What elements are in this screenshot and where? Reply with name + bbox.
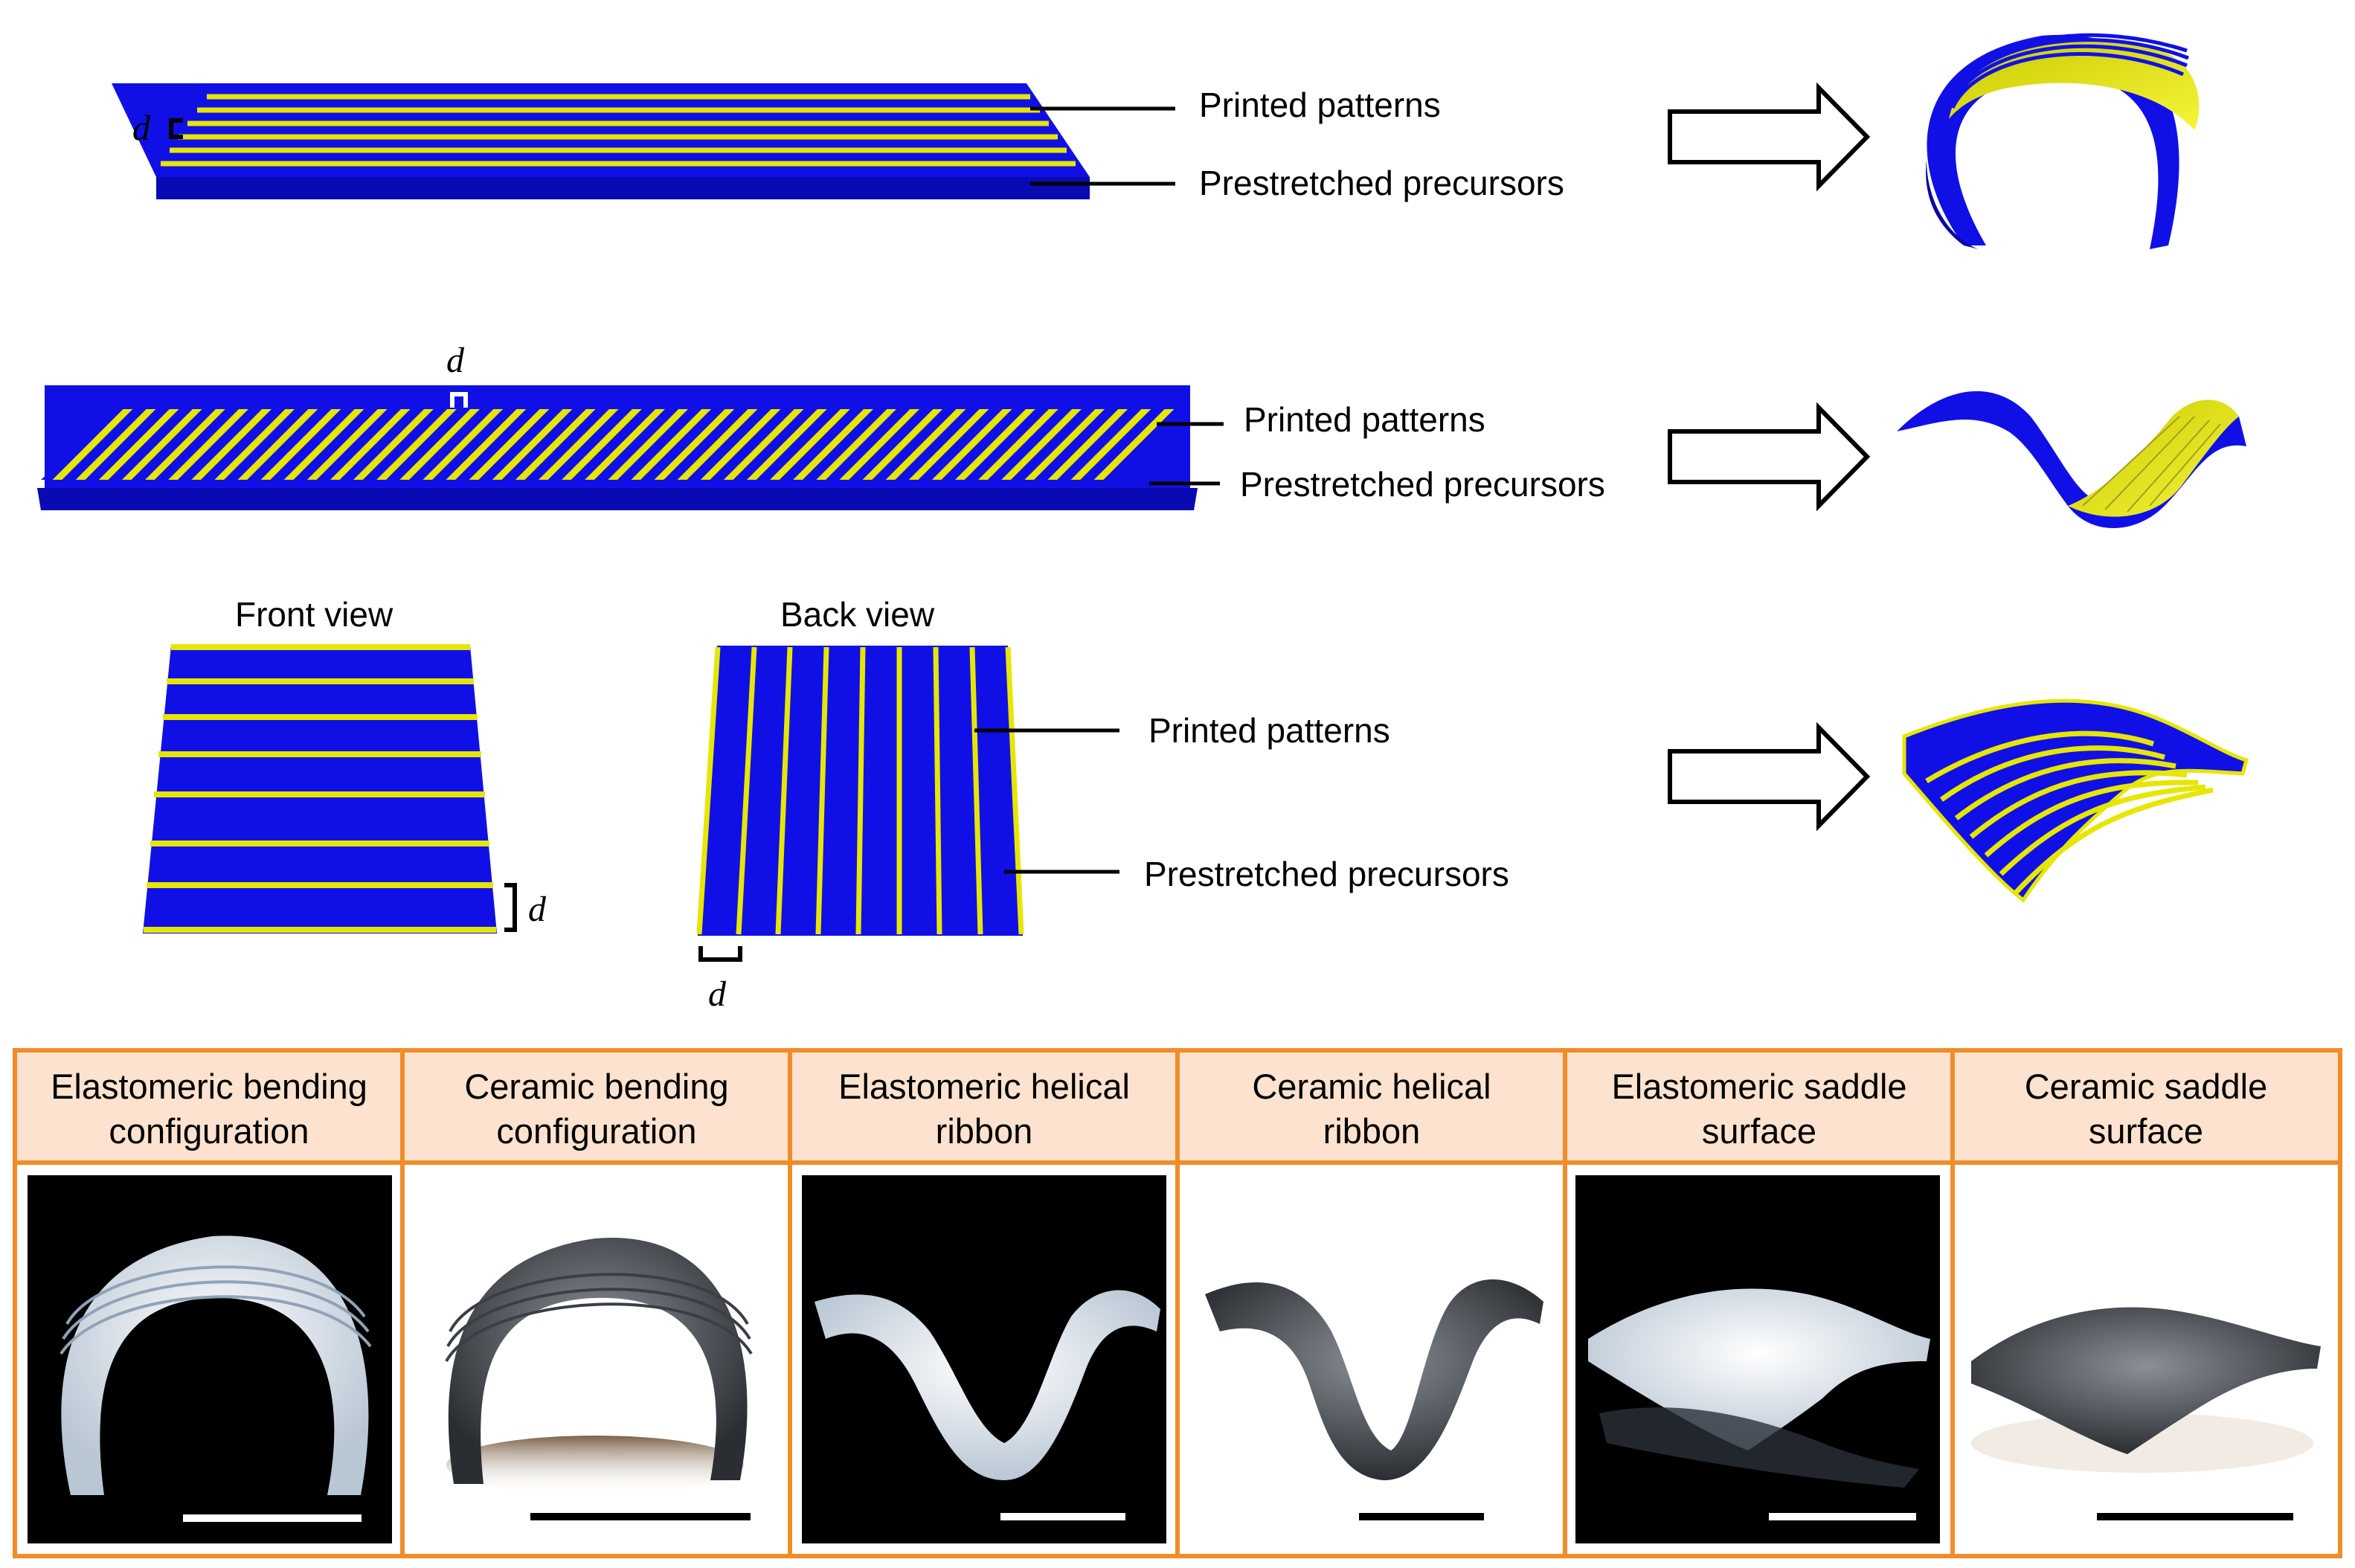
header-line1: Ceramic helical <box>1252 1067 1491 1106</box>
row-saddle-schematic: Front view Back view d <box>143 595 2249 1014</box>
helical-ribbon-result <box>1897 391 2246 528</box>
row-bending-schematic: d Printed patterns Prestretched precurso… <box>112 33 2200 250</box>
header-line1: Elastomeric helical <box>838 1067 1130 1106</box>
header-line2: surface <box>1702 1111 1816 1151</box>
front-view-sheet: d <box>143 644 547 934</box>
scale-bar <box>183 1514 362 1522</box>
arrow-right-icon <box>1668 402 1871 512</box>
sample-table: Elastomeric bending configuration Cerami… <box>13 1048 2342 1558</box>
scale-bar <box>2097 1513 2293 1520</box>
label-prestretched-precursors: Prestretched precursors <box>1144 855 1509 893</box>
photo-ceramic-helical <box>1189 1175 1553 1543</box>
scale-bar <box>530 1513 751 1520</box>
scale-bar <box>1359 1513 1484 1520</box>
bending-substrate <box>112 83 1090 177</box>
label-printed-patterns: Printed patterns <box>1199 86 1441 124</box>
scale-bar <box>1000 1513 1125 1520</box>
header-line2: configuration <box>109 1111 309 1151</box>
d-label: d <box>528 890 547 929</box>
header-line1: Ceramic bending <box>464 1067 728 1106</box>
bending-stripes <box>161 94 1076 167</box>
header-line2: ribbon <box>936 1111 1033 1151</box>
label-printed-patterns: Printed patterns <box>1244 400 1485 439</box>
photo-ceramic-saddle <box>1964 1175 2328 1543</box>
bending-substrate-front <box>156 177 1090 199</box>
d-bracket <box>450 392 468 408</box>
header-line2: ribbon <box>1323 1111 1421 1151</box>
header-line1: Ceramic saddle <box>2025 1067 2268 1106</box>
helical-substrate-front <box>37 488 1198 510</box>
header-line1: Elastomeric bending <box>51 1067 367 1106</box>
photo-elastomeric-helical <box>802 1175 1166 1543</box>
label-prestretched-precursors: Prestretched precursors <box>1240 465 1605 504</box>
helical-hatched-pattern <box>41 409 1183 480</box>
arrow-right-icon <box>1668 82 1871 192</box>
scale-bar <box>1769 1513 1916 1520</box>
label-front-view: Front view <box>235 595 393 634</box>
header-line2: surface <box>2089 1111 2203 1151</box>
d-bracket <box>698 946 742 962</box>
row-helical-schematic: d Printed patterns Prestretched precurso… <box>37 341 2246 528</box>
label-back-view: Back view <box>780 595 935 634</box>
saddle-surface-result <box>1902 698 2249 903</box>
label-prestretched-precursors: Prestretched precursors <box>1199 164 1564 202</box>
header-line1: Elastomeric saddle <box>1611 1067 1906 1106</box>
photo-ceramic-bending <box>414 1175 779 1543</box>
photo-elastomeric-bending <box>28 1175 392 1543</box>
d-label: d <box>132 109 151 148</box>
d-label: d <box>708 974 727 1014</box>
back-view-sheet: d <box>696 646 1024 1014</box>
d-bracket <box>504 883 517 932</box>
table-header: Elastomeric bending configuration Cerami… <box>51 1067 2267 1151</box>
d-bracket <box>169 118 183 139</box>
photo-elastomeric-saddle <box>1575 1175 1940 1543</box>
arrow-right-icon <box>1668 722 1871 832</box>
label-printed-patterns: Printed patterns <box>1148 711 1390 750</box>
bent-arch-result <box>1926 33 2200 250</box>
header-line2: configuration <box>496 1111 696 1151</box>
d-label: d <box>446 341 465 380</box>
